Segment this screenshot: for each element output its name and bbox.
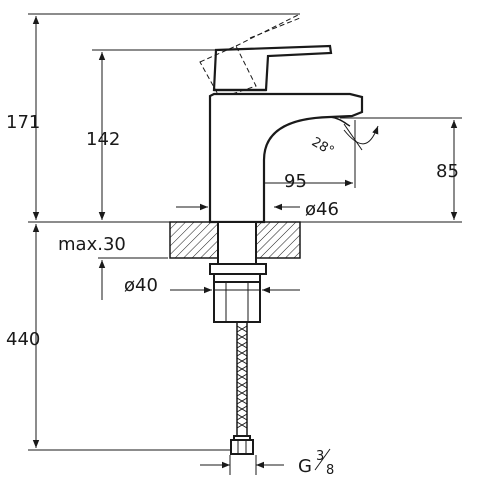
deck-section [169,221,301,259]
dim-171-label: 171 [6,112,40,133]
vertical-dimension-lines [32,16,458,448]
angle-label: 28° [309,135,336,160]
thread-denominator: 8 [326,463,334,478]
deck-right [255,221,301,259]
braided-hose [236,321,248,437]
shank-nut [213,273,261,283]
dim-440-label: 440 [6,329,40,350]
angle-indicator [343,123,379,151]
shank [209,221,267,323]
lever-open-position [199,13,301,99]
shank-body [213,281,261,323]
faucet-body [208,92,364,224]
extension-lines [28,13,462,451]
dim-95-label: 95 [284,171,307,192]
dim-max30-label: max.30 [58,234,126,255]
shank-washer [209,263,267,275]
deck-left [169,221,219,259]
thread-numerator: 3 [316,449,324,464]
angle-arc [343,125,379,145]
dim-40-label: ø40 [124,275,158,296]
dim-142-label: 142 [86,129,120,150]
hose-end-nut [230,435,254,455]
thread-prefix: G [298,456,312,477]
thread-label: G 3 8 [298,448,334,478]
dim-46-label: ø46 [305,199,339,220]
dim-85-label: 85 [436,161,459,182]
lever-handle [212,44,333,92]
horizontal-dimension-lines [170,179,353,475]
